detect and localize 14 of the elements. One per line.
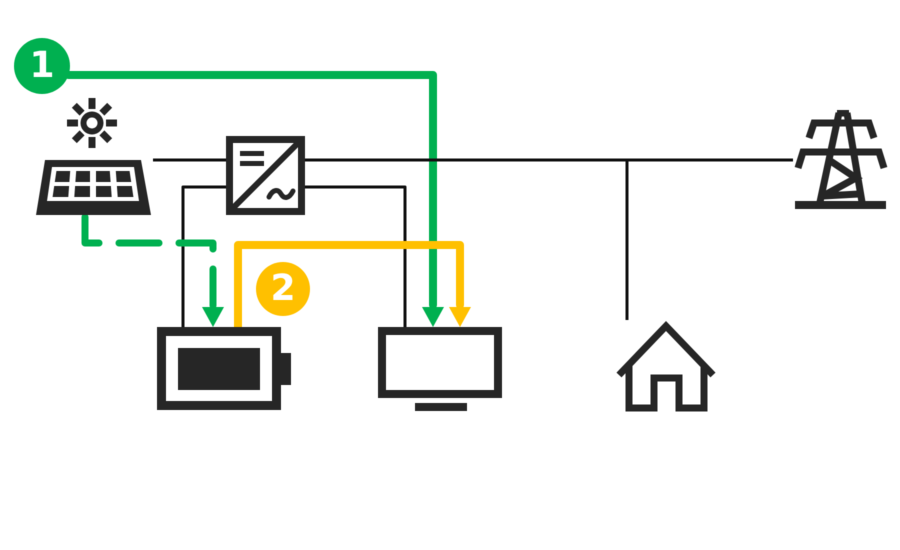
inverter-icon [226, 136, 305, 215]
callout-number: 2 [256, 262, 310, 316]
connection-line [153, 158, 226, 162]
callout-number: 1 [14, 38, 70, 94]
monitor-icon [378, 327, 502, 411]
dashed-arrow [82, 214, 224, 327]
connection-line [305, 158, 628, 320]
house-icon [615, 320, 717, 412]
battery-icon [157, 327, 291, 411]
power-pylon-icon [793, 110, 888, 210]
flow-arrow [64, 71, 444, 327]
connection-line [182, 186, 226, 327]
solar-panel-icon [35, 97, 153, 217]
connection-line [305, 186, 406, 327]
